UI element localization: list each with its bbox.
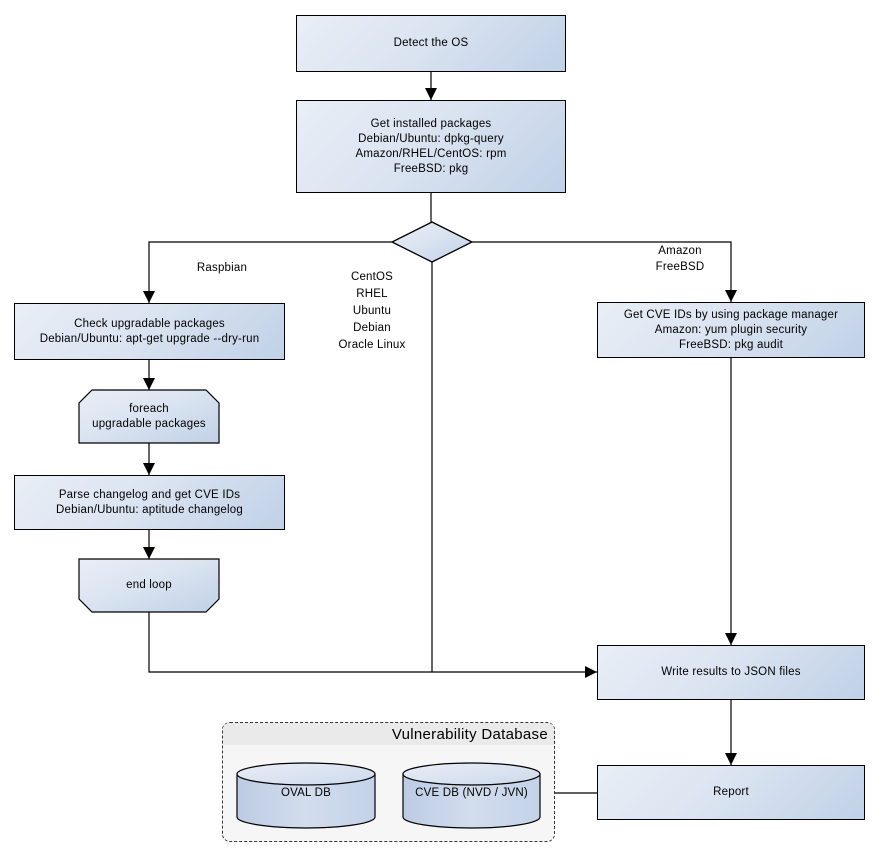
foreach-loop-text: foreach upgradable packages	[79, 390, 219, 443]
node-report-label: Report	[713, 786, 749, 798]
node-get-installed-packages-label: Get installed packages Debian/Ubuntu: dp…	[355, 117, 507, 175]
vulnerability-database-title: Vulnerability Database	[391, 725, 548, 743]
node-get-cve-ids: Get CVE IDs by using package manager Ama…	[597, 302, 865, 358]
foreach-loop-label: foreach upgradable packages	[92, 402, 206, 430]
node-check-upgradable-packages-label: Check upgradable packages Debian/Ubuntu:…	[39, 317, 260, 345]
cve-db-label: CVE DB (NVD / JVN)	[415, 786, 528, 799]
branch-label-centos-group-text: CentOS RHEL Ubuntu Debian Oracle Linux	[338, 270, 406, 351]
oval-db-text: OVAL DB	[241, 772, 371, 814]
branch-label-centos-group: CentOS RHEL Ubuntu Debian Oracle Linux	[317, 266, 427, 356]
connector-endloop-to-write-results	[148, 612, 597, 678]
node-write-results-label: Write results to JSON files	[661, 666, 801, 678]
oval-db-label: OVAL DB	[281, 786, 331, 799]
branch-label-amazon-group: Amazon FreeBSD	[631, 242, 729, 275]
node-detect-os: Detect the OS	[296, 15, 566, 72]
node-detect-os-label: Detect the OS	[393, 37, 469, 49]
node-get-installed-packages: Get installed packages Debian/Ubuntu: dp…	[296, 100, 566, 193]
node-parse-changelog: Parse changelog and get CVE IDs Debian/U…	[14, 475, 285, 530]
end-loop-text: end loop	[79, 559, 219, 612]
decision-diamond	[390, 221, 474, 263]
end-loop-label: end loop	[126, 579, 172, 591]
branch-label-amazon-group-text: Amazon FreeBSD	[655, 244, 705, 273]
branch-label-raspbian: Raspbian	[162, 260, 282, 276]
node-report: Report	[597, 765, 865, 820]
node-get-cve-ids-label: Get CVE IDs by using package manager Ama…	[623, 308, 839, 351]
vulnerability-database-title-strip: Vulnerability Database	[223, 723, 554, 745]
node-check-upgradable-packages: Check upgradable packages Debian/Ubuntu:…	[14, 303, 285, 360]
node-write-results: Write results to JSON files	[597, 645, 865, 700]
node-parse-changelog-label: Parse changelog and get CVE IDs Debian/U…	[56, 488, 243, 516]
branch-label-raspbian-text: Raspbian	[196, 261, 248, 274]
cve-db-text: CVE DB (NVD / JVN)	[403, 772, 540, 814]
